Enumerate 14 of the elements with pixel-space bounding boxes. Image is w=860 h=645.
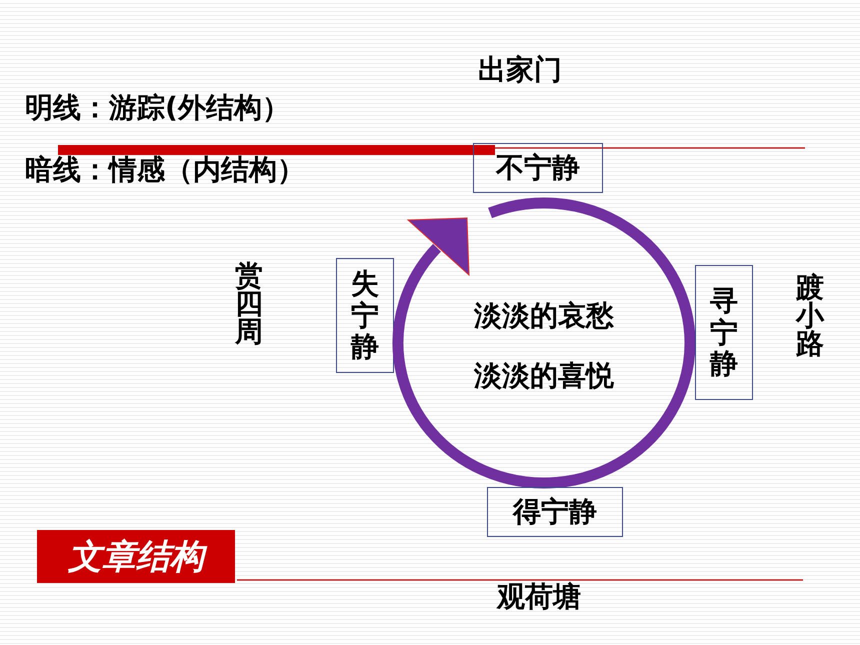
title-banner: 文章结构 xyxy=(37,530,235,583)
vertical-label: 赏四周 xyxy=(234,262,264,346)
label-box: 失宁静 xyxy=(336,258,394,373)
vertical-label: 踱小路 xyxy=(795,274,825,358)
label-box: 得宁静 xyxy=(487,487,623,537)
label-box: 不宁静 xyxy=(473,143,603,193)
cycle-ring xyxy=(392,197,696,489)
text-label: 出家门 xyxy=(478,56,562,84)
center-text: 淡淡的哀愁 xyxy=(472,302,615,330)
center-text: 淡淡的喜悦 xyxy=(472,362,615,390)
text-label: 观荷塘 xyxy=(497,583,581,611)
label-box: 寻宁静 xyxy=(695,265,753,400)
text-label: 暗线：情感（内结构） xyxy=(25,156,305,184)
text-label: 明线：游踪(外结构） xyxy=(25,94,290,122)
